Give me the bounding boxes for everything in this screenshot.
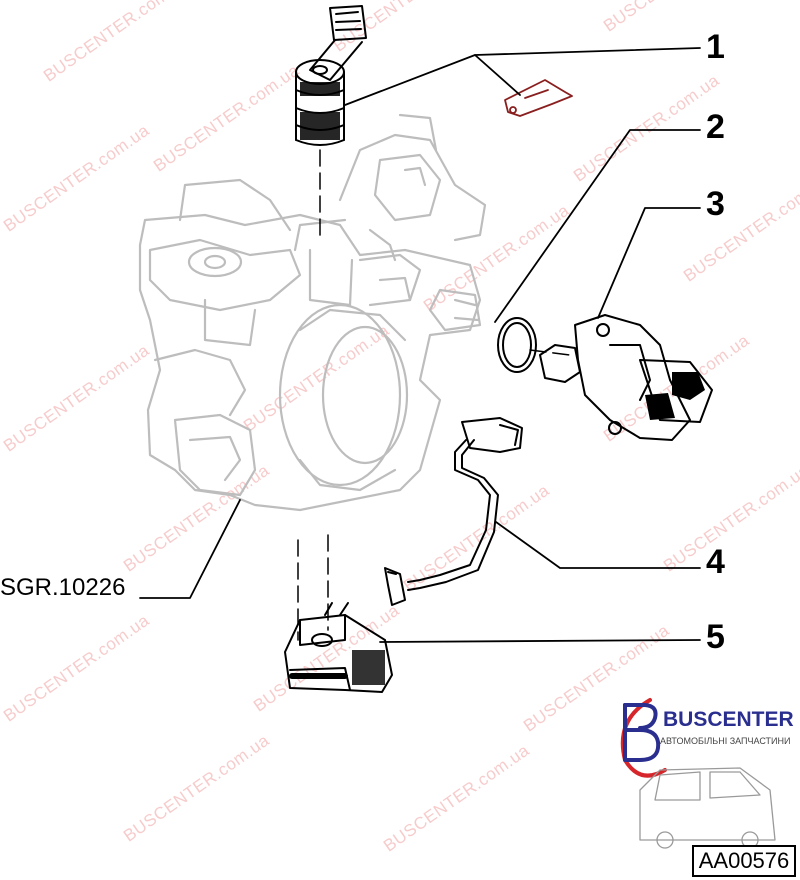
throttle-body [138,113,487,512]
callout-1: 1 [706,28,725,66]
van-sketch [639,767,776,849]
part-5-position-sensor [284,602,393,693]
callout-3: 3 [706,185,725,223]
logo-tagline: АВТОМОБІЛЬНІ ЗАПЧАСТИНИ [660,736,791,746]
callout-2: 2 [706,108,725,146]
logo-mark [620,698,667,778]
leader-lines [139,47,701,643]
part-1-sensor [295,5,367,146]
drawing-code: AA00576 [692,845,796,877]
callout-5: 5 [706,618,725,656]
part-3-idle-valve [539,314,713,441]
part-4-harness-sensor [384,417,523,606]
part-1-gasket [504,79,573,117]
callout-4: 4 [706,543,725,581]
assembly-guide-lines [297,149,571,641]
logo-brand: BUSCENTER [663,708,794,731]
part-2-o-ring [497,317,537,373]
reference-label: SGR.10226 [0,574,126,601]
